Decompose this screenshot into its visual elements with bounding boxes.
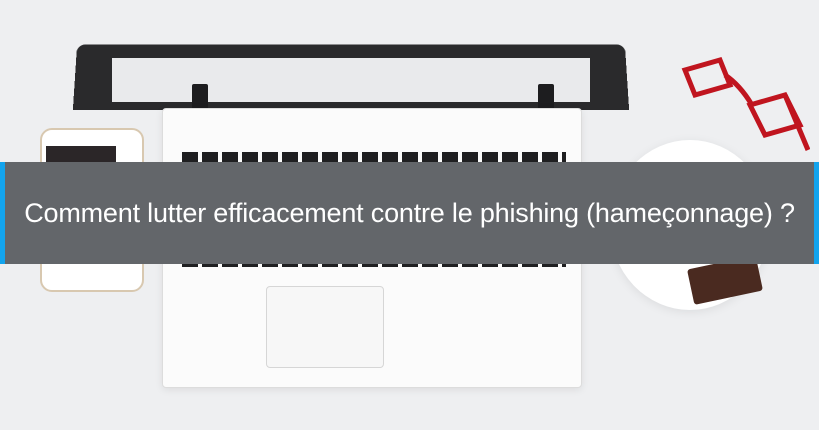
article-title: Comment lutter efficacement contre le ph…	[24, 197, 795, 228]
glasses-icon	[681, 56, 810, 151]
laptop-trackpad	[266, 286, 384, 368]
smartphone-screen	[46, 146, 116, 162]
banner-accent-right	[814, 162, 819, 264]
laptop-screen-panel	[112, 58, 590, 102]
banner-accent-left	[0, 162, 5, 264]
title-banner: Comment lutter efficacement contre le ph…	[0, 162, 819, 264]
